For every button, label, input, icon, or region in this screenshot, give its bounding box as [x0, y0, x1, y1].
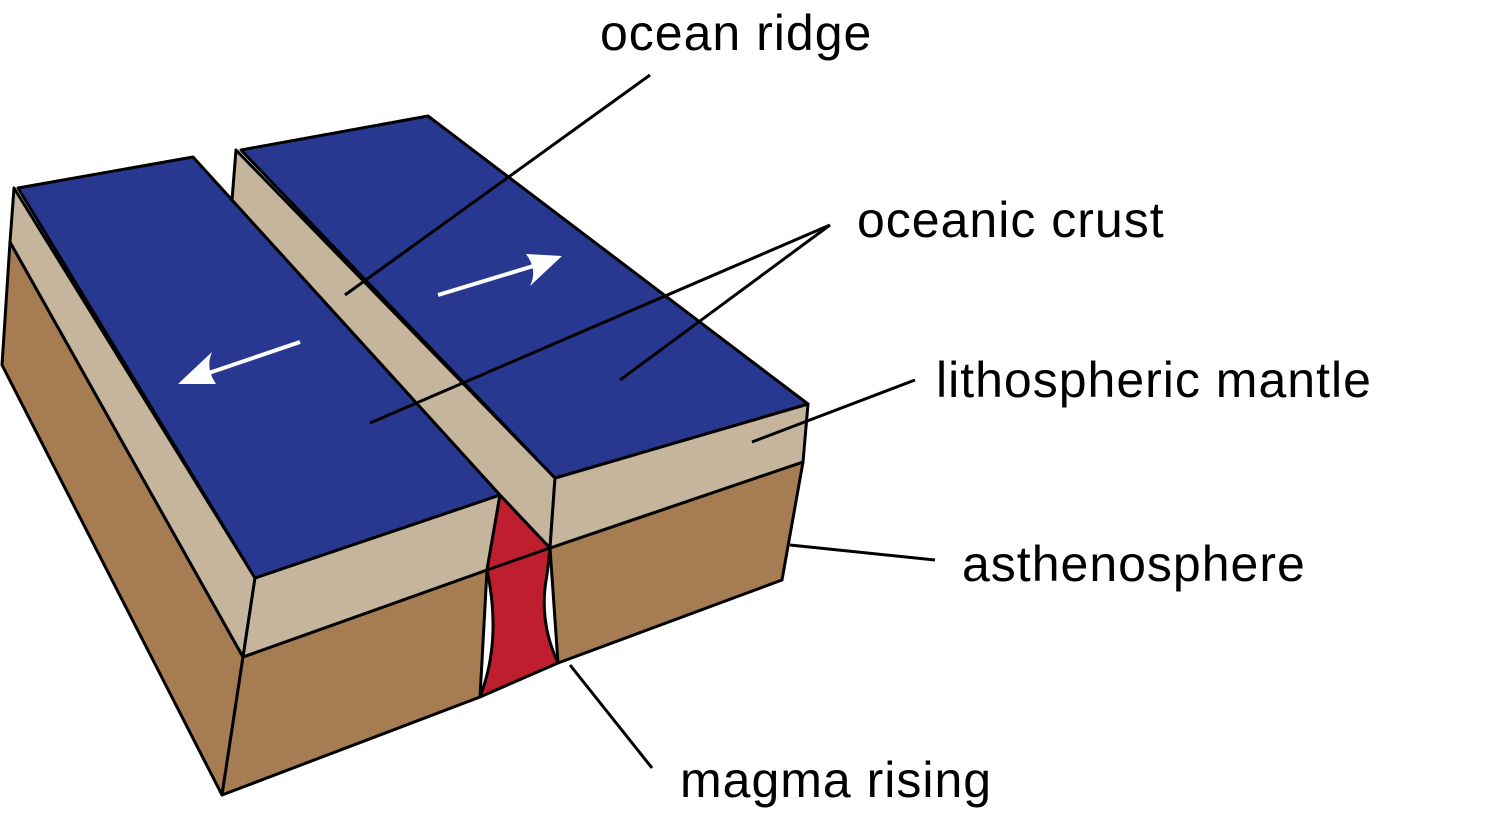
magma-rising-leader [568, 664, 654, 769]
label-asthenosphere: asthenosphere [962, 536, 1306, 592]
label-lithospheric-mantle: lithospheric mantle [936, 352, 1372, 408]
right-plate [230, 114, 810, 665]
ocean-ridge-leader [344, 73, 651, 297]
lithospheric-mantle-leader [751, 378, 916, 444]
magma-boundary-line [486, 546, 551, 572]
oceanic-crust-leader-left [369, 223, 831, 425]
plate-motion-right-arrow [437, 254, 562, 297]
plate-motion-left-arrow [178, 340, 301, 384]
asthenosphere-leader [789, 543, 936, 562]
right-oceanic-crust [239, 114, 810, 480]
label-oceanic-crust: oceanic crust [857, 192, 1165, 248]
left-plate [0, 155, 502, 797]
label-magma-rising: magma rising [680, 752, 992, 808]
oceanic-crust-leader-right [619, 223, 831, 382]
label-ocean-ridge: ocean ridge [600, 5, 872, 61]
magma-rising [478, 493, 560, 699]
